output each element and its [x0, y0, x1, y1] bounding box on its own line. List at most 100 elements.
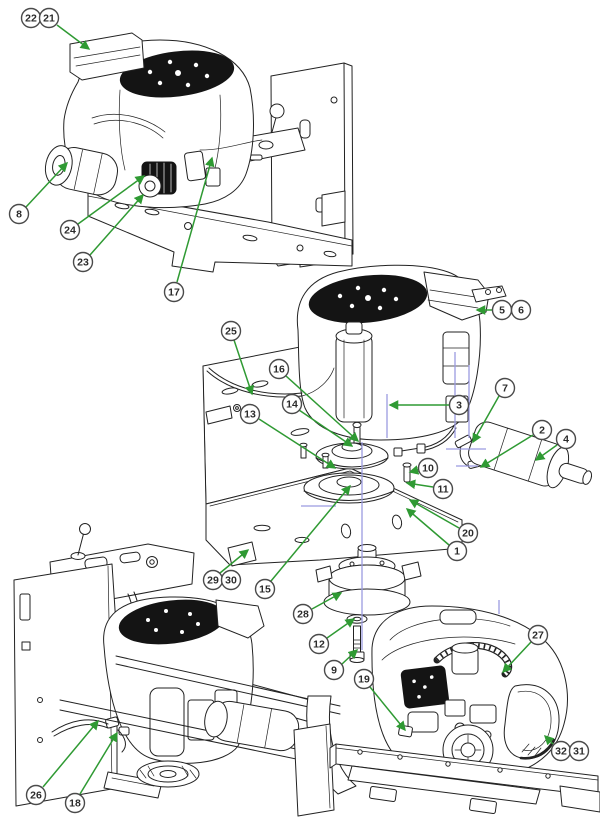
- callout-balloon: [510, 299, 532, 321]
- callout-balloon: [448, 394, 470, 416]
- callout-12: 12: [308, 633, 330, 655]
- callout-number: 31: [573, 746, 585, 758]
- callout-24: 24: [59, 219, 81, 241]
- callout-25: 25: [220, 320, 242, 342]
- callout-1: 1: [446, 540, 468, 562]
- callout-number: 1: [454, 546, 460, 558]
- callout-number: 18: [69, 798, 81, 810]
- leader-line-12: [326, 618, 356, 639]
- leader-line-9: [341, 649, 359, 665]
- callout-number: 16: [273, 364, 285, 376]
- callout-number: 30: [225, 575, 237, 587]
- callout-number: 28: [297, 609, 309, 621]
- starter-motor-2: [335, 333, 373, 423]
- view-middle-right: [202, 264, 593, 663]
- callout-3: 3: [448, 394, 470, 416]
- callout-7: 7: [494, 377, 516, 399]
- muffler-2: [454, 421, 593, 489]
- callout-16: 16: [268, 358, 290, 380]
- clutch-assembly: [315, 544, 422, 616]
- air-cleaner-cover-3: [215, 599, 265, 639]
- callout-number: 9: [331, 665, 337, 677]
- callout-balloon: [568, 740, 590, 762]
- callout-13: 13: [239, 403, 261, 425]
- callout-number: 21: [43, 13, 55, 25]
- callout-number: 20: [462, 528, 474, 540]
- leader-line-21: [56, 24, 91, 50]
- callout-number: 12: [313, 639, 325, 651]
- callout-balloon: [220, 569, 242, 591]
- callout-21: 21: [38, 7, 60, 29]
- callout-2: 2: [531, 419, 553, 441]
- callout-balloon: [59, 219, 81, 241]
- callout-balloon: [494, 377, 516, 399]
- callout-balloon: [527, 624, 549, 646]
- callout-balloon: [38, 7, 60, 29]
- leader-line-10: [408, 465, 420, 475]
- callout-number: 24: [64, 225, 76, 237]
- callout-number: 13: [244, 409, 256, 421]
- callout-number: 7: [502, 383, 508, 395]
- callout-number: 6: [518, 305, 524, 317]
- callout-balloon: [220, 320, 242, 342]
- leader-line-18: [79, 731, 118, 795]
- callout-balloon: [446, 540, 468, 562]
- callout-balloon: [555, 428, 577, 450]
- fuel-line-3: [51, 719, 109, 737]
- leader-line-7: [472, 395, 500, 444]
- callout-balloon: [531, 419, 553, 441]
- callout-31: 31: [568, 740, 590, 762]
- leader-line-15: [270, 484, 351, 582]
- callout-balloon: [25, 784, 47, 806]
- drain-fitting-4: [398, 724, 413, 738]
- callout-balloon: [239, 403, 261, 425]
- leader-line-25: [233, 339, 255, 396]
- leader-line-26: [42, 719, 99, 788]
- callout-number: 23: [77, 257, 89, 269]
- leader-line-29: [219, 549, 250, 574]
- callout-number: 32: [555, 746, 567, 758]
- callout-17: 17: [163, 281, 185, 303]
- side-wall: [13, 563, 118, 807]
- leader-line-17: [176, 156, 215, 283]
- solenoid: [442, 331, 470, 385]
- callout-number: 5: [499, 305, 505, 317]
- callout-5: 5: [491, 299, 513, 321]
- drive-pulley-1: [138, 161, 177, 198]
- callout-number: 11: [437, 484, 448, 496]
- frame-rail-4: [329, 743, 600, 814]
- callout-number: 17: [168, 287, 180, 299]
- view-bottom-right: [293, 605, 600, 817]
- callout-number: 26: [30, 790, 42, 802]
- callout-8: 8: [8, 203, 30, 225]
- leader-line-2: [479, 434, 534, 468]
- valve-cover-4: [400, 665, 449, 709]
- shift-lever-knob: [79, 523, 91, 535]
- view-bottom-left: [13, 523, 341, 807]
- callout-number: 29: [207, 575, 219, 587]
- callout-number: 10: [422, 463, 434, 475]
- callout-balloon: [417, 457, 439, 479]
- leader-line-14: [298, 409, 354, 447]
- callout-balloon: [281, 393, 303, 415]
- wire-harness-1: [91, 113, 166, 139]
- frame-plate-2: [202, 339, 463, 567]
- engine-2: [206, 264, 507, 457]
- callout-11: 11: [432, 478, 454, 500]
- leader-line-20: [408, 499, 460, 529]
- leader-line-19: [369, 686, 406, 732]
- callout-29: 29: [202, 569, 224, 591]
- callout-10: 10: [417, 457, 439, 479]
- air-cleaner-cover-2: [423, 271, 490, 321]
- air-filter-3: [136, 760, 200, 788]
- callout-18: 18: [64, 792, 86, 814]
- callout-22: 22: [20, 7, 42, 29]
- leader-line-4: [534, 444, 558, 461]
- muffler-1: [44, 145, 119, 196]
- callout-balloon: [323, 659, 345, 681]
- muffler-3: [204, 700, 300, 752]
- callout-30: 30: [220, 569, 242, 591]
- callout-balloon: [64, 792, 86, 814]
- leader-line-32: [543, 734, 555, 746]
- callout-number: 25: [225, 326, 237, 338]
